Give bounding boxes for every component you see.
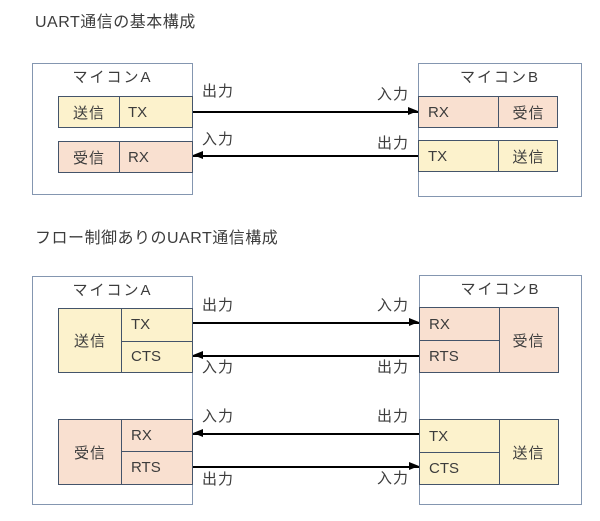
recv-label-cell: 受信	[73, 444, 106, 462]
diagram2-mcu-a-recv-group: 受信 RX RTS	[58, 419, 193, 485]
rx-from-tx-signal-line	[193, 155, 418, 157]
tx-pin-cell: TX	[128, 103, 148, 121]
recv-label-cell: 受信	[72, 149, 105, 167]
input-label: 入力	[377, 297, 410, 314]
input-label: 入力	[377, 86, 410, 103]
cell-divider	[420, 452, 499, 454]
diagram2-mcu-b-send-group: TX CTS 送信	[419, 419, 559, 485]
recv-label-cell: 受信	[512, 104, 545, 122]
diagram2-mcu-a-title: マイコンA	[72, 282, 153, 299]
diagram1-mcu-b-title: マイコンB	[459, 69, 540, 86]
diagram2-title: フロー制御ありのUART通信構成	[35, 230, 279, 247]
cts-pin-cell: CTS	[131, 348, 161, 365]
diagram1-mcu-b-box	[418, 63, 582, 197]
cell-divider	[121, 450, 192, 452]
rx-pin-cell: RX	[128, 148, 149, 166]
cell-divider	[119, 142, 121, 172]
diagram1-mcu-b-send-row: TX 送信	[418, 140, 558, 172]
rx-pin-cell: RX	[428, 103, 449, 121]
recv-label-cell: 受信	[512, 332, 545, 350]
output-label: 出力	[377, 408, 410, 425]
send-label-cell: 送信	[512, 444, 545, 462]
arrowhead-right-icon	[409, 462, 419, 470]
rts-pin-cell: RTS	[131, 459, 161, 476]
rx-pin-cell: RX	[429, 315, 450, 333]
output-label: 出力	[202, 297, 235, 314]
input-label: 入力	[377, 470, 410, 487]
diagram1-mcu-a-recv-row: 受信 RX	[58, 141, 193, 173]
send-label-cell: 送信	[73, 333, 106, 350]
cell-divider	[420, 340, 499, 342]
output-label: 出力	[377, 359, 410, 376]
rts-pin-cell: RTS	[429, 348, 459, 365]
arrowhead-right-icon	[409, 318, 419, 326]
cell-divider	[499, 420, 501, 484]
arrowhead-left-icon	[193, 351, 203, 359]
diagram1-title: UART通信の基本構成	[35, 14, 196, 31]
diagram2-mcu-a-send-group: 送信 TX CTS	[58, 308, 193, 373]
send-label-cell: 送信	[512, 148, 545, 166]
tx-pin-cell: TX	[429, 427, 449, 445]
cell-divider	[498, 141, 500, 171]
input-label: 入力	[202, 131, 235, 148]
arrowhead-left-icon	[193, 429, 203, 437]
cell-divider	[119, 97, 121, 127]
output-label: 出力	[377, 135, 410, 152]
input-label: 入力	[202, 359, 235, 376]
arrowhead-left-icon	[193, 151, 203, 159]
cell-divider	[498, 97, 500, 127]
send-label-cell: 送信	[72, 104, 105, 122]
diagram1-mcu-a-box	[32, 63, 193, 195]
rx-from-tx-signal-line	[193, 433, 419, 435]
cell-divider	[121, 420, 123, 484]
output-label: 出力	[202, 471, 235, 488]
rx-pin-cell: RX	[131, 426, 152, 444]
cell-divider	[121, 340, 192, 342]
rts-to-cts-signal-line	[193, 355, 419, 357]
arrowhead-right-icon	[408, 107, 418, 115]
diagram1-mcu-b-recv-row: RX 受信	[418, 96, 558, 128]
cts-pin-cell: CTS	[429, 460, 459, 477]
diagram2-mcu-b-recv-group: RX RTS 受信	[419, 307, 559, 373]
rts-to-cts-signal-line	[193, 466, 419, 468]
cell-divider	[499, 308, 501, 372]
input-label: 入力	[202, 408, 235, 425]
tx-pin-cell: TX	[131, 316, 151, 333]
tx-pin-cell: TX	[428, 147, 448, 165]
diagram2-mcu-b-title: マイコンB	[460, 281, 541, 298]
tx-to-rx-signal-line	[193, 111, 418, 113]
output-label: 出力	[202, 83, 235, 100]
diagram1-mcu-a-send-row: 送信 TX	[58, 96, 193, 128]
diagram1-mcu-a-title: マイコンA	[72, 69, 153, 86]
tx-to-rx-signal-line	[193, 322, 419, 324]
